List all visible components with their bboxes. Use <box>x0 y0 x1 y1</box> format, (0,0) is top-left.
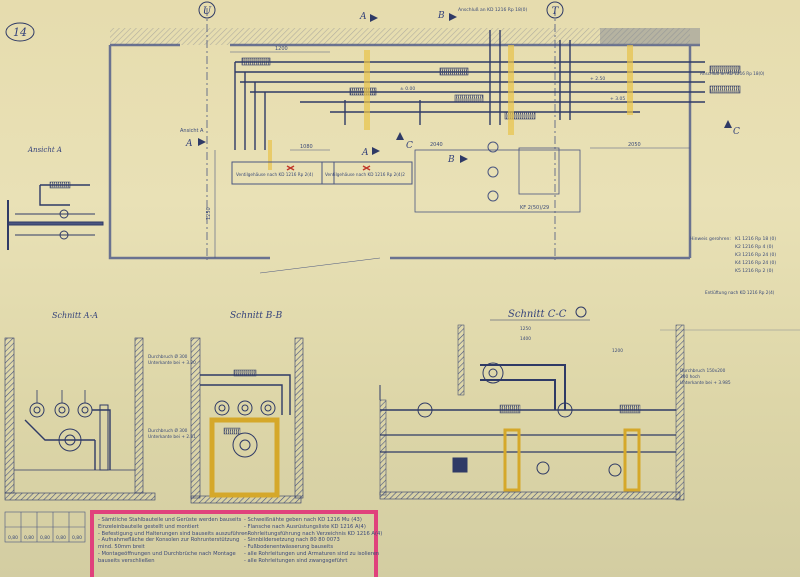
hinweis-line-4: K4 1216 Rp 24 (0) <box>735 260 776 266</box>
dim-4: 2040 <box>430 142 443 148</box>
note-left-4: - Aufnahmefläche der Konsolen zur Rohrun… <box>98 537 240 544</box>
general-notes-box: - Sämtliche Stahlbauteile und Gerüste we… <box>90 510 382 577</box>
section-mark-labels: A B A A B C C <box>185 11 740 165</box>
elevation-1: ± 0.00 <box>400 86 415 92</box>
hinweis-legend: Hinweis gerohren: K1 1216 Rp 18 (0) K2 1… <box>690 236 776 274</box>
title-block-cells: 0,80 0,80 0,80 0,80 0,80 <box>8 535 82 541</box>
section-mark-b-2: B <box>447 155 455 165</box>
dim-2: 2050 <box>628 142 641 148</box>
bb-note-3: Durchbruch Ø 300 <box>148 427 188 434</box>
dim-5: 1250 <box>206 207 212 220</box>
elevation-3: + 3.05 <box>610 96 625 102</box>
red-markup <box>286 165 371 171</box>
section-mark-a-2: A <box>185 139 193 149</box>
ansicht-a-note: Ansicht A <box>180 128 204 134</box>
hinweis-line-5: K5 1216 Rp 2 (0) <box>735 268 773 274</box>
plan-box-2-label: Ventilgehäuse nach KD 1216 Rp 2(4)2 <box>325 172 405 177</box>
cc-note-1: Durchbruch 150x200 <box>680 368 726 374</box>
side-note: Entlüftung nach KD 1216 Rp 2(4) <box>705 290 775 295</box>
plan-box-1-label: Ventilgehäuse nach KD 1216 Rp 2(4) <box>236 172 314 177</box>
section-mark-c: C <box>406 141 413 151</box>
dimension-labels: 1200 2050 1080 2040 1250 <box>206 46 641 220</box>
elevation-labels: ± 0.00 + 2.50 + 3.05 <box>400 76 625 102</box>
bb-note-4: Unterkante bei + 2.51 <box>148 434 196 440</box>
ansicht-a-detail <box>7 181 104 250</box>
title-block <box>4 511 86 543</box>
anschluss-top-note: Anschluß an KD 1216 Rp 18(0) <box>458 7 527 13</box>
section-mark-a-3: A <box>361 148 369 158</box>
note-right-7: - alle Rohrleitungen sind zwangsgeführt <box>244 557 348 564</box>
section-bb <box>190 337 304 504</box>
note-left-1: - Sämtliche Stahlbauteile und Gerüste we… <box>98 517 242 523</box>
note-left-3: - Befestigung und Halterungen sind bause… <box>98 530 248 537</box>
section-mark-b: B <box>437 11 445 21</box>
tb-cell-1: 0,80 <box>8 535 18 541</box>
sheet-number: 14 <box>13 26 27 39</box>
note-right-2: - Flansche nach Ausrüstungsliste KD 1216… <box>244 523 366 530</box>
title-schnitt-aa: Schnitt A-A <box>52 311 98 320</box>
note-right-5: - Fußbodenentwässerung bauseits <box>244 544 334 551</box>
notes-left-column: - Sämtliche Stahlbauteile und Gerüste we… <box>98 517 248 565</box>
note-right-6: - alle Rohrleitungen und Armaturen sind … <box>244 550 380 557</box>
hinweis-line-2: K2 1216 Rp 4 (0) <box>735 244 773 250</box>
axis-t-label: T <box>552 6 560 17</box>
section-cc <box>379 306 685 501</box>
note-right-1: - Schweißnähte geben nach KD 1216 Mu (43… <box>244 517 362 523</box>
plan-wall-outline <box>108 43 700 260</box>
title-schnitt-cc: Schnitt C-C <box>508 309 567 320</box>
tb-cell-5: 0,80 <box>72 535 82 541</box>
hinweis-line-3: K3 1216 Rp 24 (0) <box>735 252 776 258</box>
cc-note-3: Unterkante bei + 3.985 <box>680 380 731 386</box>
cc-dim-3: 1200 <box>612 348 623 354</box>
title-ansicht-a: Ansicht A <box>27 146 62 154</box>
bb-notes: Durchbruch Ø 300 Unterkante bei + 3.20 D… <box>148 353 196 440</box>
cc-note-2: 300 hoch <box>680 374 700 380</box>
axis-u-label: U <box>203 6 212 17</box>
cc-dim-2: 1400 <box>520 336 531 342</box>
notes-right-column: - Schweißnähte geben nach KD 1216 Mu (43… <box>244 517 382 565</box>
note-right-4: - Sinnbildersetzung nach 80 80 0073 <box>244 537 340 544</box>
section-mark-a: A <box>359 12 367 22</box>
bb-note-2: Unterkante bei + 3.20 <box>148 360 196 366</box>
note-left-2: Einzeleinbauteile gestellt und montiert <box>98 523 199 530</box>
section-aa <box>4 337 156 501</box>
cc-notes: Durchbruch 150x200 300 hoch Unterkante b… <box>520 326 731 386</box>
cc-dim-1: 1250 <box>520 326 531 332</box>
anschluss-right-note: Anschluß an KD 1216 Rp 18(0) <box>700 71 765 76</box>
dim-3: 1080 <box>300 144 313 150</box>
note-left-6: - Montageöffnungen und Durchbrüche nach … <box>98 550 236 557</box>
grid-axis-labels: U T <box>198 1 564 19</box>
section-mark-c-2: C <box>733 127 740 137</box>
bb-note-1: Durchbruch Ø 300 <box>148 353 188 360</box>
tb-cell-2: 0,80 <box>24 535 34 541</box>
hinweis-line-1: K1 1216 Rp 18 (0) <box>735 236 776 242</box>
bottom-box-label: KF 2(50)/29 <box>520 205 549 211</box>
note-left-5: mind. 50mm breit <box>98 544 145 551</box>
tb-cell-3: 0,80 <box>40 535 50 541</box>
hinweis-title: Hinweis gerohren: <box>690 236 731 242</box>
dim-1: 1200 <box>275 46 288 52</box>
sheet-number-stamp: 14 <box>5 22 35 42</box>
note-right-3: - Rohrleitungsführung nach Verzeichnis K… <box>244 530 383 537</box>
title-schnitt-bb: Schnitt B-B <box>230 311 283 321</box>
tb-cell-4: 0,80 <box>56 535 66 541</box>
note-left-7: bauseits verschließen <box>98 557 155 564</box>
plan-view <box>108 8 800 331</box>
view-titles: Ansicht A Schnitt A-A Schnitt B-B Schnit… <box>27 146 567 321</box>
elevation-2: + 2.50 <box>590 76 605 82</box>
